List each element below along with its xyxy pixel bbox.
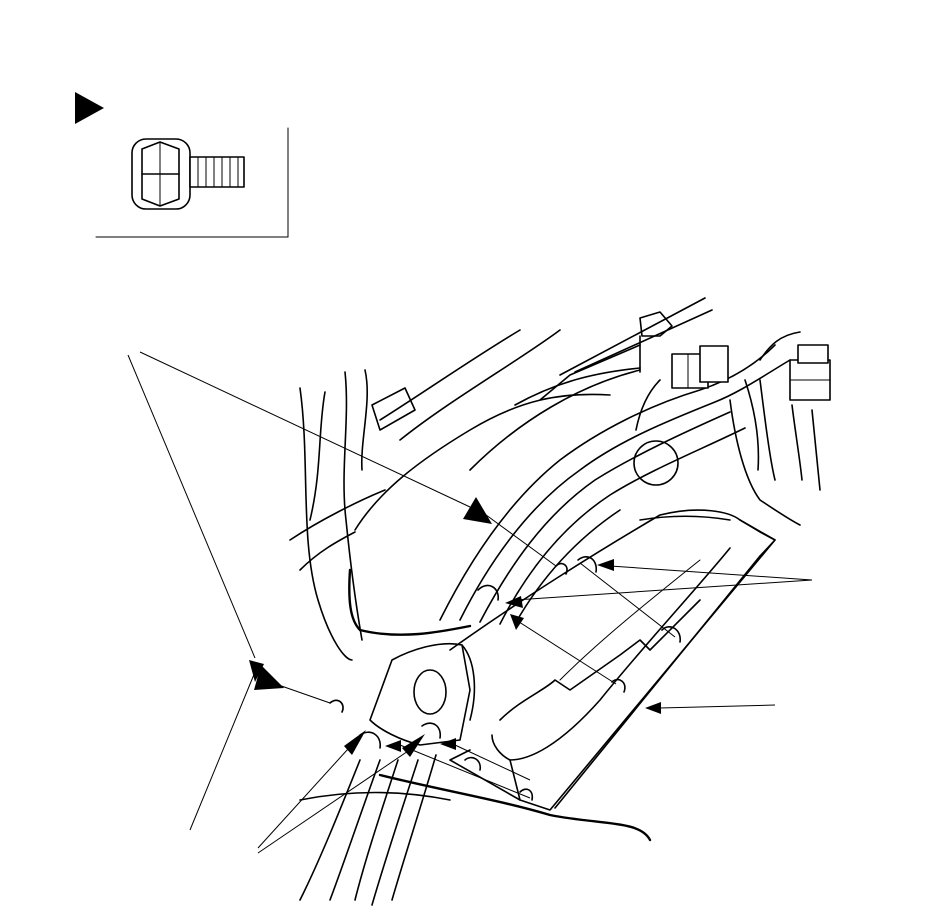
arrow-head-icon: [597, 559, 614, 571]
arrow-head-icon: [463, 497, 492, 524]
arrow-head-icon: [645, 702, 661, 714]
triangle-marker-icon: [75, 92, 104, 124]
flange-bolt-icon: [131, 138, 245, 210]
body-panel: [289, 297, 801, 661]
fastener-inset: [75, 92, 289, 238]
arrow-head-icon: [510, 614, 524, 630]
clips: [329, 556, 681, 801]
arrowheads: [249, 497, 661, 757]
arrow-head-icon: [402, 734, 425, 757]
arrow-head-icon: [385, 740, 401, 752]
arrow-head-icon: [254, 665, 284, 690]
arrow-head-icon: [440, 738, 456, 750]
wire-harness: [299, 331, 831, 906]
arrow-head-icon: [344, 730, 366, 755]
lower-bracket: [369, 642, 476, 746]
leader-lines: [127, 351, 813, 854]
arrow-head-icon: [249, 660, 264, 682]
arrow-head-icon: [505, 596, 523, 608]
